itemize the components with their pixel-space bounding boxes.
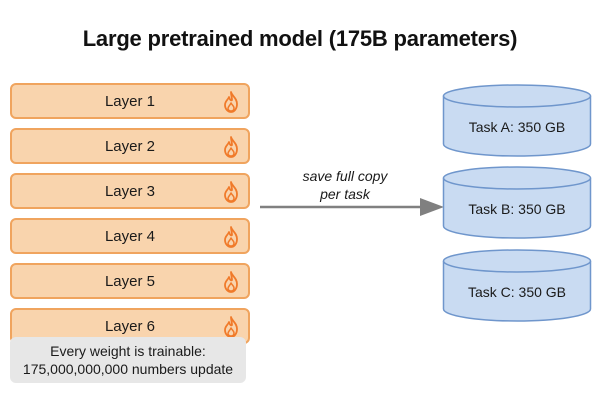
layer-label: Layer 3 [104, 182, 156, 200]
layer-box: Layer 2 [10, 128, 250, 164]
flame-icon [224, 91, 238, 113]
layer-box: Layer 4 [10, 218, 250, 254]
flame-icon [224, 316, 238, 338]
arrow-caption-line-1: save full copy [302, 168, 388, 184]
flame-icon [224, 136, 238, 158]
database-cylinder-icon [442, 249, 592, 322]
task-storage-cylinder: Task A: 350 GB [442, 84, 592, 158]
task-storage-cylinder: Task C: 350 GB [442, 249, 592, 323]
layer-label: Layer 6 [104, 317, 156, 335]
flame-icon [224, 271, 238, 293]
task-label: Task B: 350 GB [468, 201, 566, 217]
task-storage-cylinder: Task B: 350 GB [442, 166, 592, 240]
layer-label: Layer 2 [104, 137, 156, 155]
save-copy-arrow [260, 198, 444, 216]
layer-label: Layer 1 [104, 92, 156, 110]
layer-label: Layer 5 [104, 272, 156, 290]
task-label: Task A: 350 GB [468, 119, 566, 135]
layer-box: Layer 1 [10, 83, 250, 119]
database-cylinder-icon [442, 166, 592, 239]
note-line-1: Every weight is trainable: [50, 343, 206, 359]
database-cylinder-icon [442, 84, 592, 157]
arrow-caption: save full copy per task [280, 167, 410, 203]
flame-icon [224, 181, 238, 203]
arrow-caption-line-2: per task [320, 186, 370, 202]
layer-box: Layer 3 [10, 173, 250, 209]
layer-label: Layer 4 [104, 227, 156, 245]
task-label: Task C: 350 GB [467, 284, 567, 300]
note-line-2: 175,000,000,000 numbers update [22, 361, 234, 377]
diagram-title: Large pretrained model (175B parameters) [82, 26, 518, 51]
model-layer-stack: Layer 1 Layer 2 Layer 3 Layer 4 Layer 5 … [10, 83, 250, 353]
flame-icon [224, 226, 238, 248]
layer-box: Layer 5 [10, 263, 250, 299]
trainable-weights-note: Every weight is trainable: 175,000,000,0… [10, 337, 246, 383]
